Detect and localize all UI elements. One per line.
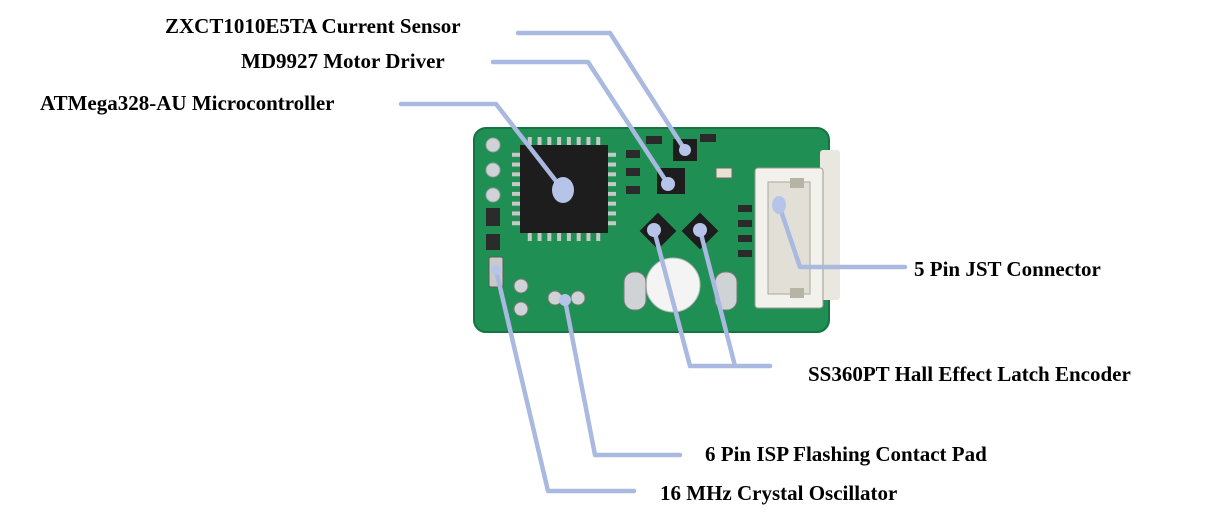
mcu-pin: [512, 202, 520, 206]
mcu-pin: [512, 172, 520, 176]
mount-hole: [486, 188, 500, 202]
mcu-pin: [596, 137, 600, 145]
jst-latch: [790, 288, 804, 298]
marker-motor-driver: [661, 177, 675, 191]
marker-crystal: [491, 265, 501, 275]
mcu-pin: [567, 233, 571, 241]
label-motor-driver: MD9927 Motor Driver: [241, 49, 445, 73]
mcu-pin: [512, 153, 520, 157]
smd-component: [486, 234, 500, 250]
isp-pad: [571, 291, 585, 305]
mcu-pin: [608, 202, 616, 206]
mcu-pin: [577, 137, 581, 145]
mcu-pin: [512, 163, 520, 167]
mcu-pin: [547, 137, 551, 145]
smd-component: [486, 208, 500, 226]
mcu-pin: [608, 163, 616, 167]
jst-latch: [790, 178, 804, 188]
marker-microcontroller: [552, 177, 574, 203]
label-isp-pad: 6 Pin ISP Flashing Contact Pad: [705, 442, 987, 466]
smd-component: [700, 134, 716, 142]
smd-component: [626, 168, 640, 176]
isp-pad: [514, 302, 528, 316]
mcu-pin: [512, 182, 520, 186]
mcu-pin: [586, 233, 590, 241]
smd-component: [738, 220, 752, 227]
mcu-pin: [596, 233, 600, 241]
mcu-pin: [608, 182, 616, 186]
smd-component: [738, 250, 752, 257]
marker-hall-left: [647, 223, 661, 237]
mcu-pin: [608, 192, 616, 196]
mcu-pin: [512, 211, 520, 215]
label-hall-encoder: SS360PT Hall Effect Latch Encoder: [808, 362, 1131, 386]
smd-component: [716, 168, 732, 178]
mcu-pin: [547, 233, 551, 241]
mcu-pin: [512, 221, 520, 225]
mcu-pin: [567, 137, 571, 145]
mcu-pin: [538, 137, 542, 145]
mcu-pin: [577, 233, 581, 241]
mcu-pin: [528, 233, 532, 241]
smd-component: [626, 186, 640, 194]
marker-hall-right: [693, 223, 707, 237]
mcu-pin: [608, 221, 616, 225]
label-current-sensor: ZXCT1010E5TA Current Sensor: [165, 14, 461, 38]
marker-isp-pad: [559, 294, 571, 306]
mount-hole: [486, 138, 500, 152]
mcu-pin: [608, 172, 616, 176]
mount-hole: [486, 163, 500, 177]
mcu-pin: [557, 233, 561, 241]
mcu-pin: [538, 233, 542, 241]
isp-pad: [514, 279, 528, 293]
mcu-pin: [608, 211, 616, 215]
smd-component: [646, 136, 662, 144]
smd-component: [626, 150, 640, 158]
smd-component: [738, 235, 752, 242]
mcu-pin: [586, 137, 590, 145]
label-jst-connector: 5 Pin JST Connector: [914, 257, 1101, 281]
slot-pad: [624, 272, 646, 310]
label-microcontroller: ATMega328-AU Microcontroller: [40, 91, 335, 115]
smd-component: [738, 205, 752, 212]
mcu-pin: [557, 137, 561, 145]
label-crystal: 16 MHz Crystal Oscillator: [660, 481, 897, 505]
mcu-pin: [608, 153, 616, 157]
marker-jst-connector: [772, 196, 786, 214]
mcu-pin: [512, 192, 520, 196]
marker-current-sensor: [679, 144, 691, 156]
